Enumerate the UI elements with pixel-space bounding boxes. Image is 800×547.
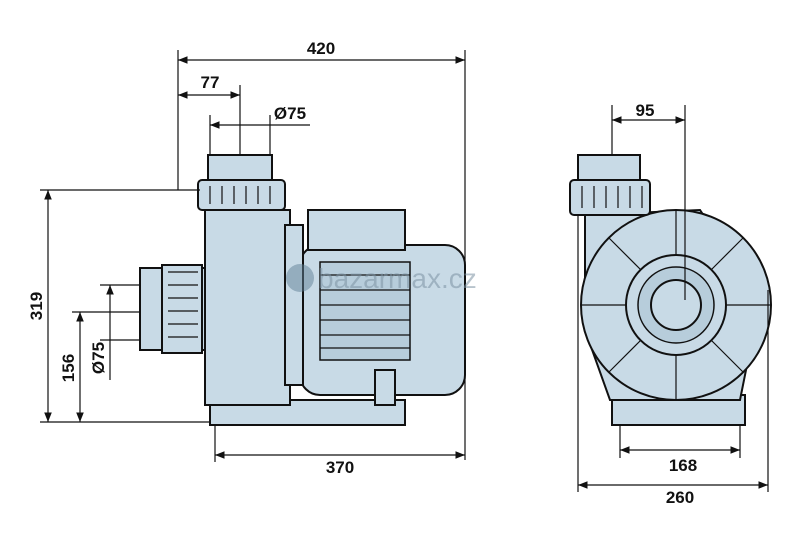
side-union-nut — [161, 264, 203, 354]
top-union-nut — [197, 179, 286, 211]
motor-foot — [374, 369, 396, 406]
front-view: 95 168 260 — [569, 101, 772, 507]
dim-top-diameter: Ø75 — [274, 104, 306, 123]
dim-156: 156 — [59, 354, 78, 382]
terminal-box — [307, 209, 406, 251]
cooling-fins — [319, 261, 411, 361]
watermark-logo-icon — [286, 264, 314, 292]
front-top-port — [577, 154, 641, 183]
dim-370: 370 — [326, 458, 354, 477]
svg-text:bazarmax.cz: bazarmax.cz — [318, 263, 477, 294]
dim-168: 168 — [669, 456, 697, 475]
dim-319: 319 — [27, 292, 46, 320]
dim-420: 420 — [307, 39, 335, 58]
side-view: 420 77 Ø75 319 156 Ø75 370 — [27, 39, 466, 477]
dim-95: 95 — [636, 101, 655, 120]
dim-260: 260 — [666, 488, 694, 507]
pump-housing — [204, 209, 291, 406]
top-port — [207, 154, 273, 183]
dim-side-diameter: Ø75 — [89, 342, 108, 374]
housing-flange — [284, 224, 304, 386]
dim-77: 77 — [201, 73, 220, 92]
watermark: bazarmax.cz — [286, 263, 477, 294]
